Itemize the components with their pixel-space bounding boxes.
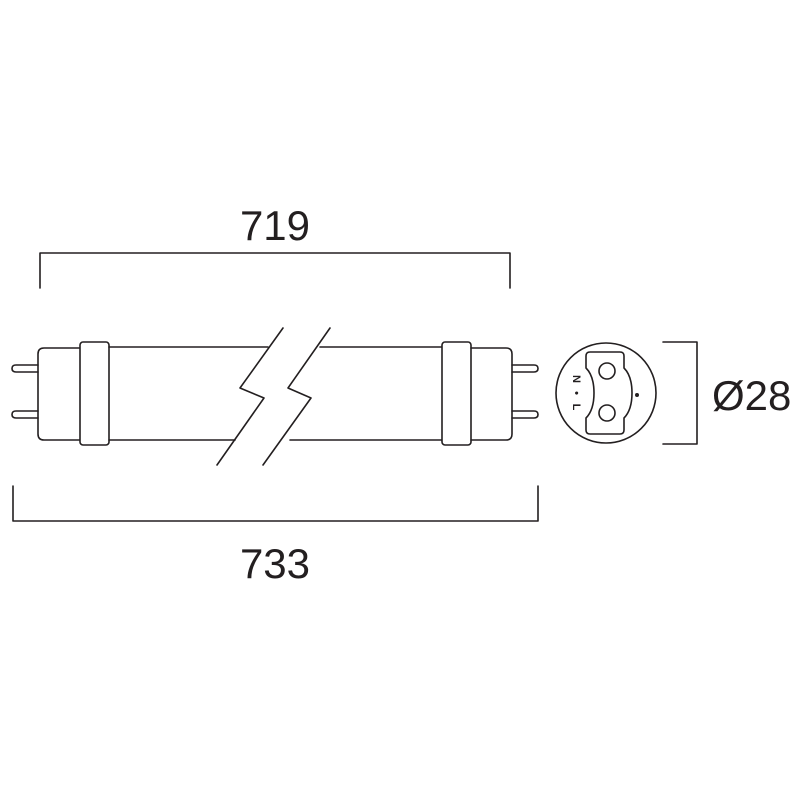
diameter-label: Ø28 (712, 372, 791, 419)
pin-label-neutral: N (570, 375, 582, 383)
marker-dot (635, 393, 639, 397)
overall-length-label: 733 (240, 540, 310, 587)
pin-label-group: N • L (570, 375, 582, 411)
contact-plate (585, 351, 633, 435)
left-collar (79, 341, 110, 446)
pin-label-live: L (570, 404, 582, 411)
tube-body-right (289, 346, 443, 441)
break-symbol (216, 327, 331, 466)
left-pins (11, 364, 39, 419)
right-collar (441, 341, 472, 446)
end-cap-view: N • L (555, 342, 657, 444)
right-pins (511, 364, 539, 419)
pin-hole-bottom (598, 404, 616, 422)
inner-length-label: 719 (240, 202, 310, 249)
diameter-dimension: Ø28 (662, 341, 791, 445)
tube-body-left (108, 346, 269, 441)
pin-label-separator: • (570, 391, 582, 395)
left-end-cap (37, 347, 81, 441)
right-end-cap (470, 347, 513, 441)
tube-side-view (11, 327, 539, 466)
pin-hole-top (598, 362, 616, 380)
end-cap-outer-circle (555, 342, 657, 444)
inner-length-dimension: 719 (39, 202, 511, 289)
overall-length-dimension: 733 (12, 485, 539, 587)
